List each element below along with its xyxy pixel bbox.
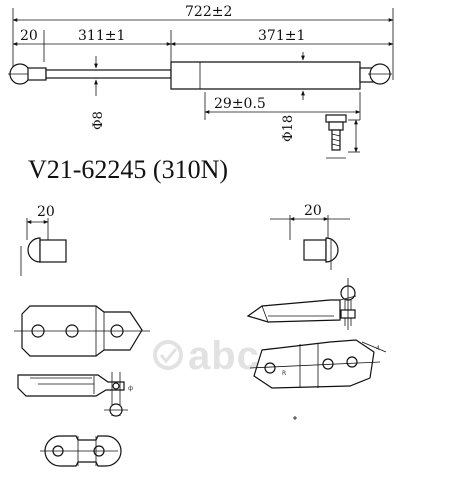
dim-rod-length: 311±1 [78, 28, 125, 44]
dim-rod-diameter: Φ8 [91, 111, 106, 130]
gas-spring-main-view: 722±2 20 311±1 371±1 Φ8 Φ18 29±0.5 [8, 4, 394, 142]
right-end-dim: 20 [304, 203, 322, 219]
dim-body-length: 371±1 [258, 28, 305, 44]
dim-left-end: 20 [20, 28, 38, 44]
dim-total-length: 722±2 [185, 4, 232, 20]
left-small-plate [40, 435, 122, 467]
dim-body-diameter: Φ18 [281, 115, 296, 142]
left-end-fitting-detail: 20 [20, 204, 67, 276]
left-bracket-side-view: ф [17, 372, 133, 417]
right-end-fitting-detail: 20 [270, 203, 350, 270]
svg-text:R: R [282, 370, 286, 377]
dim-body-offset: 29±0.5 [214, 96, 266, 112]
svg-text:ф: ф [128, 385, 133, 392]
right-bracket-plan-view: 4 R [249, 339, 387, 389]
right-bracket-side-view [246, 278, 357, 330]
part-number: V21-62245 (310N) [28, 155, 228, 184]
stud-bolt-detail [325, 114, 360, 159]
left-bracket-plan-view [14, 305, 150, 357]
centre-marks [293, 416, 297, 420]
svg-text:4: 4 [376, 345, 380, 352]
left-end-dim: 20 [37, 204, 55, 220]
